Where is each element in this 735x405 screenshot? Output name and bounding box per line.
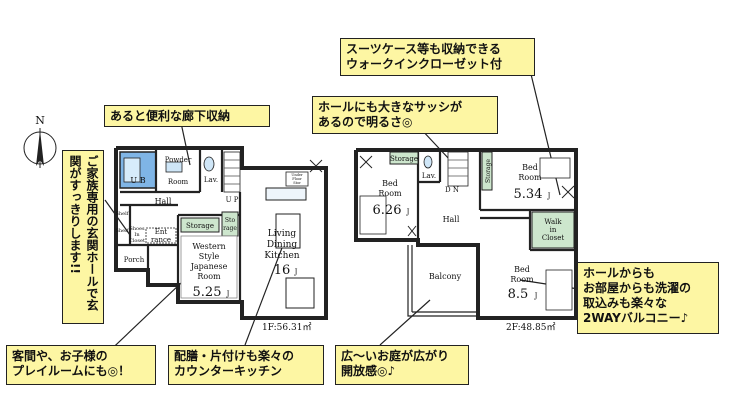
callout-walkin-closet-line-2: ウォークインクローゼット付 [346, 57, 503, 71]
callout-two-way-balcony-line-3: 取込みも楽々な [583, 296, 668, 310]
floor2-bed2-label-1: Bed [522, 163, 538, 172]
floor2-bed2-unit: J [547, 192, 551, 200]
callout-counter-kitchen-line-2: カウンターキッチン [174, 364, 283, 378]
floor2-bed1-label-2: Room [378, 189, 402, 198]
floor1-western-label-2: Style [199, 252, 220, 261]
floor1-storage2-label-b: rage [223, 225, 237, 232]
callout-guest-room-line-1: 客間や、お子様の [12, 349, 108, 363]
floor1-shoes-label-2: In [134, 232, 140, 238]
callout-counter-kitchen: 配膳・片付けも楽々の カウンターキッチン [168, 345, 324, 385]
floor1-shelf2-label: Shelf [115, 228, 129, 234]
floor2-bed2-label-2: Room [518, 173, 542, 182]
floor1-shoes-label-1: Shoes [129, 226, 145, 232]
floor2-balcony-label: Balcony [429, 272, 462, 281]
floor2-bed3-label-1: Bed [514, 265, 530, 274]
compass-north-label: N [35, 114, 45, 127]
floor2-bed1-label-1: Bed [382, 179, 398, 188]
callout-hallway-storage: あると便利な廊下収納 [104, 105, 270, 127]
floor1-ldk-size: 16 [274, 263, 291, 278]
floor2-bed3-label-2: Room [510, 275, 534, 284]
callout-counter-kitchen-line-1: 配膳・片付けも楽々の [174, 349, 295, 363]
floor1-entrance-label-2: rance [151, 236, 171, 244]
compass: N [23, 114, 57, 168]
floor2-bed3-size: 8.5 [508, 287, 529, 302]
floor1-labels: U B Powder Room Lav. U P Hall Shelf Shel… [115, 156, 311, 333]
floor1-underfloor-label-2: Floor [292, 177, 302, 181]
floor2-dn-label: D N [445, 186, 459, 194]
floor2-bed3-unit: J [534, 292, 538, 300]
floor1-storage2-label-a: Sto [225, 217, 236, 224]
floor2-labels: Bed Room 6.26 J Storage Lav. D N Hall St… [373, 155, 565, 333]
floor2-hall-label: Hall [443, 215, 460, 224]
floor2-lav-label: Lav. [422, 172, 436, 180]
floor2-bed1-size: 6.26 [373, 203, 402, 218]
floor2-bed1-unit: J [406, 208, 410, 216]
floor1-entrance-label-1: Ent [155, 228, 168, 236]
callout-guest-room-line-2: プレイルームにも◎！ [12, 364, 131, 378]
floor1-western-unit: J [226, 290, 230, 298]
floor1-ldk-unit: J [294, 268, 298, 276]
callout-garden: 広〜いお庭が広がり 開放感◎♪ [335, 345, 469, 385]
floor1-porch-label: Porch [124, 256, 145, 264]
callout-family-entrance: ご家族専用の玄関ホールで玄関がすっきりします!! [62, 150, 104, 324]
floor1-western-label-4: Room [197, 272, 221, 281]
floor2-storage-a-label: Storage [390, 155, 418, 163]
floor1-lav-label: Lav. [204, 176, 218, 184]
floor1-hall-label: Hall [155, 197, 172, 206]
callout-two-way-balcony-line-4: 2WAYバルコニー♪ [583, 311, 689, 325]
floor1-ldk-label-1: Living [268, 229, 297, 239]
floor1-ub-label: U B [130, 176, 145, 185]
floor2-area-label: 2F:48.85㎡ [506, 322, 555, 333]
floor1-area-label: 1F:56.31㎡ [262, 322, 311, 333]
floor2-plan [354, 148, 578, 320]
callout-two-way-balcony: ホールからも お部屋からも洗濯の 取込みも楽々な 2WAYバルコニー♪ [577, 262, 719, 334]
floor1-underfloor-label-3: Stor [293, 181, 301, 185]
callout-walkin-closet-line-1: スーツケース等も収納できる [346, 42, 501, 56]
floor1-plan [114, 146, 328, 320]
callout-hall-sash-line-2: あるので明るさ◎ [318, 115, 413, 129]
floor1-underfloor-label-1: Under [291, 173, 303, 177]
floor2-bed2-size: 5.34 [514, 187, 543, 202]
callout-guest-room: 客間や、お子様の プレイルームにも◎！ [6, 345, 156, 385]
callout-garden-line-1: 広〜いお庭が広がり [341, 349, 450, 363]
floor1-shoes-label-3: Closet [129, 238, 145, 244]
callout-two-way-balcony-line-1: ホールからも [583, 266, 656, 280]
floor1-ldk-label-2: Dining [267, 240, 298, 250]
floor1-western-label-3: Japanese [190, 262, 228, 271]
callout-hall-sash: ホールにも大きなサッシが あるので明るさ◎ [312, 96, 498, 134]
floor2-walkin-label-1: Walk [544, 218, 562, 226]
floor1-powder-label-2: Room [168, 178, 189, 186]
floor1-western-size: 5.25 [193, 285, 222, 300]
floor1-ldk-label-3: Kitchen [264, 251, 299, 261]
callout-walkin-closet: スーツケース等も収納できる ウォークインクローゼット付 [340, 38, 535, 76]
floor2-storage-b-label: Storage [485, 159, 492, 183]
floor1-shelf1-label: Shelf [115, 211, 129, 217]
floor1-storage-label: Storage [186, 222, 214, 230]
callout-garden-line-2: 開放感◎♪ [341, 364, 396, 378]
floor2-walkin-label-2: in [550, 226, 557, 234]
floor1-powder-label-1: Powder [165, 156, 192, 164]
callout-hall-sash-line-1: ホールにも大きなサッシが [318, 100, 463, 114]
floor2-walkin-label-3: Closet [542, 234, 565, 242]
floor1-western-label-1: Western [192, 242, 225, 251]
floor1-up-label: U P [226, 196, 239, 204]
callout-two-way-balcony-line-2: お部屋からも洗濯の [583, 281, 692, 295]
